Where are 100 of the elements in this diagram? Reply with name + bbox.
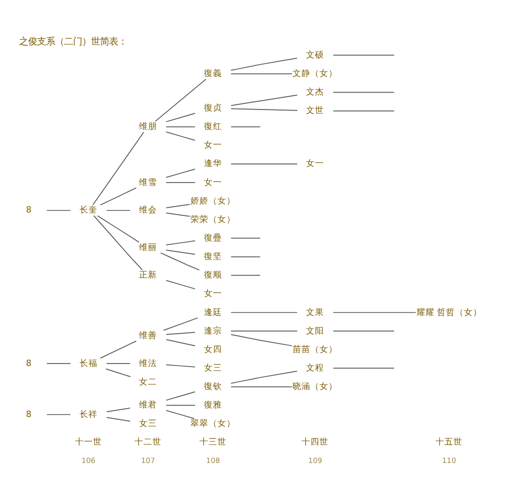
node-text: 復顺 <box>204 270 222 280</box>
connector <box>230 57 298 70</box>
label: 十二世 <box>134 437 162 448</box>
connector <box>332 54 395 56</box>
node-text: 復雅 <box>204 400 222 410</box>
node-text: 文程 <box>306 362 324 373</box>
node-text: 復红 <box>204 122 222 132</box>
node-text: 文阳 <box>306 326 324 336</box>
node-text: 逢宗 <box>204 326 222 336</box>
connector <box>166 390 196 400</box>
node-text: 復坚 <box>204 252 222 262</box>
connector <box>230 72 292 74</box>
node-text: 正新 <box>139 270 158 280</box>
node-text: 女一 <box>204 177 222 188</box>
connector <box>230 274 261 276</box>
node-text: 女三 <box>204 362 222 373</box>
connector <box>332 91 395 92</box>
node-text: 8 <box>26 358 32 368</box>
node-text: 维法 <box>139 358 158 368</box>
connector <box>332 330 395 331</box>
node-text: 耀耀 哲哲（女） <box>416 307 482 318</box>
node-text: 復贞 <box>204 103 222 114</box>
node-text: 晓涵（女） <box>292 382 338 392</box>
node-text: 文世 <box>306 106 324 116</box>
connector <box>166 212 190 216</box>
connector <box>46 414 71 415</box>
connector <box>230 237 261 238</box>
connector <box>166 364 196 367</box>
connector <box>332 110 395 111</box>
node-text: 女一 <box>306 158 324 169</box>
connector <box>166 126 196 127</box>
connector <box>163 316 198 330</box>
node-text: 8 <box>26 205 32 216</box>
node-text: 女二 <box>139 376 158 387</box>
label: 十三世 <box>200 437 227 448</box>
connector <box>106 209 131 210</box>
connector <box>230 386 292 387</box>
connector <box>166 280 196 289</box>
node-text: 女三 <box>139 418 158 429</box>
node-text: 文果 <box>306 307 324 318</box>
connector <box>154 78 206 122</box>
node-text: 维丽 <box>139 242 158 252</box>
node-text: 长奎 <box>79 205 98 216</box>
node-text: 復钦 <box>204 382 222 392</box>
node-text: 8 <box>26 409 32 420</box>
connector <box>100 340 137 358</box>
connector <box>46 209 71 210</box>
node-text: 翠翠（女） <box>190 418 236 429</box>
connector <box>230 256 261 257</box>
connector <box>230 126 261 127</box>
connector <box>106 368 132 377</box>
connector <box>100 186 137 205</box>
node-text: 苗苗（女） <box>292 344 338 354</box>
node-text: 维君 <box>139 400 158 410</box>
label: 十四世 <box>302 437 329 448</box>
connector <box>230 94 298 106</box>
node-text: 维善 <box>139 330 158 340</box>
connector <box>106 362 131 364</box>
node-text: 文硕 <box>306 50 324 60</box>
node-text: 復義 <box>204 68 222 79</box>
node-text: 逢廷 <box>204 307 222 318</box>
connector <box>166 112 196 122</box>
node-text: 娇娇（女） <box>190 196 236 206</box>
connector <box>106 407 131 412</box>
connector <box>160 252 200 270</box>
connector <box>166 409 195 419</box>
connector <box>332 367 395 368</box>
node-text: 文杰 <box>306 87 324 98</box>
connector <box>166 331 196 334</box>
connector <box>166 203 190 208</box>
connector <box>106 416 131 422</box>
connector <box>230 370 298 384</box>
connector <box>230 108 298 110</box>
node-text: 维朋 <box>139 122 158 132</box>
node-text: 逢华 <box>204 158 222 169</box>
label: 十一世 <box>74 437 102 448</box>
connector <box>166 168 196 178</box>
node-text: 女四 <box>204 344 222 354</box>
connector <box>93 214 143 270</box>
connector <box>166 240 196 245</box>
node-text: 维雪 <box>139 177 158 188</box>
node-text: 长祥 <box>79 409 98 420</box>
connector <box>92 131 144 205</box>
node-text: 女一 <box>204 288 222 299</box>
connector <box>166 338 196 346</box>
node-text: 维会 <box>139 205 158 216</box>
connector <box>230 330 298 331</box>
connector <box>166 249 196 254</box>
node-text: 文静（女） <box>292 68 338 79</box>
connector <box>230 334 292 346</box>
diagram-title: 之俊支系（二门）世简表： <box>19 36 128 48</box>
connector <box>230 163 298 164</box>
node-text: 荣荣（女） <box>190 214 236 224</box>
node-text: 女一 <box>204 140 222 150</box>
connector <box>166 130 196 140</box>
node-text: 长福 <box>79 358 98 368</box>
connector <box>97 214 140 242</box>
node-text: 復疊 <box>204 232 222 243</box>
label: 十五世 <box>436 437 463 448</box>
connector <box>166 404 196 406</box>
